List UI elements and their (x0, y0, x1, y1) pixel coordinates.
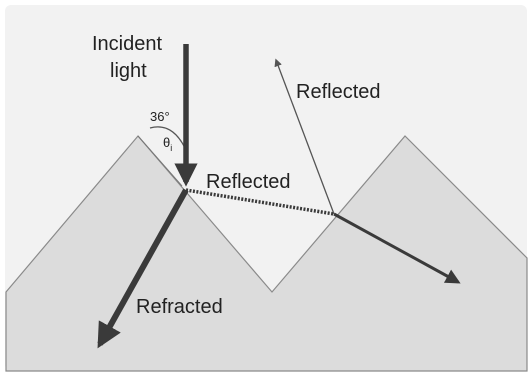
refracted-label: Refracted (136, 296, 223, 318)
incident-label-line2: light (110, 60, 147, 82)
angle-value-label: 36° (150, 109, 170, 124)
angle-subscript: i (170, 143, 172, 153)
incident-label-line1: Incident (92, 33, 162, 55)
angle-theta: θ (163, 135, 170, 150)
reflected-label-top: Reflected (296, 81, 381, 103)
reflected-label-mid: Reflected (206, 171, 291, 193)
